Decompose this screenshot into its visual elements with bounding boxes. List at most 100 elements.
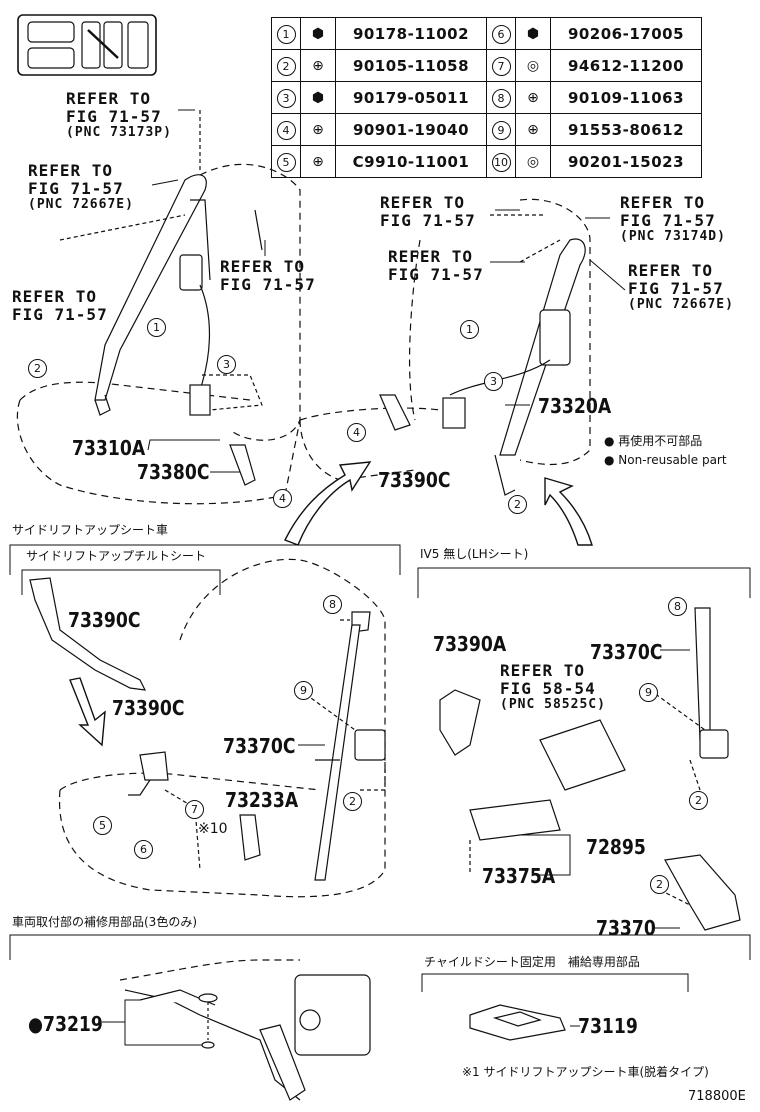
callout: 2 <box>650 875 669 894</box>
refer-label: REFER TO FIG 71-57 (PNC 73173P) <box>66 90 172 140</box>
table-num: 3 <box>276 89 296 108</box>
right-belt-assembly <box>379 214 586 496</box>
callout: 7 <box>185 800 204 819</box>
table-num: 8 <box>491 89 511 108</box>
bolt-icon: ⊕ <box>312 57 324 74</box>
callout: 8 <box>323 595 342 614</box>
part-label: 72895 <box>586 835 646 859</box>
repair-bracket <box>9 934 751 960</box>
washer-icon: ◎ <box>526 57 540 74</box>
refer-line2: FIG 71-57 <box>12 304 108 324</box>
part-label: 73370C <box>223 734 296 758</box>
refer-line1: REFER TO <box>628 261 714 280</box>
part-number: 91553-80612 <box>550 113 702 146</box>
refer-pnc: (PNC 73174D) <box>620 228 726 244</box>
refer-line2: FIG 71-57 <box>620 210 716 230</box>
table-num: 1 <box>276 25 296 44</box>
refer-line2: FIG 71-57 <box>388 264 484 284</box>
flow-arrows <box>69 461 593 747</box>
front-left-seat-drawing <box>16 163 301 505</box>
table-row: 4 ⊕ 90901-19040 9 ⊕ 91553-80612 <box>271 113 702 146</box>
callout: 2 <box>343 792 362 811</box>
table-row: 1 ⬢ 90178-11002 6 ⬢ 90206-17005 <box>271 17 702 50</box>
repair-parts-drawing <box>119 959 371 1101</box>
legend-jp: ● 再使用不可部品 <box>604 434 703 448</box>
refer-line2: FIG 71-57 <box>220 274 316 294</box>
part-label: 73119 <box>578 1014 638 1038</box>
refer-line1: REFER TO <box>388 247 474 266</box>
vehicle-seat-layout-icon <box>17 14 157 76</box>
refer-line1: REFER TO <box>28 161 114 180</box>
callout: 1 <box>147 318 166 337</box>
callout: 3 <box>217 355 236 374</box>
table-num: 10 <box>491 153 511 172</box>
bolt-icon: ⊕ <box>527 89 539 106</box>
parts-table: 1 ⬢ 90178-11002 6 ⬢ 90206-17005 2 ⊕ 9010… <box>271 17 702 178</box>
part-label: 73375A <box>482 864 556 888</box>
child-bracket <box>421 973 689 992</box>
refer-pnc: (PNC 73173P) <box>66 124 172 140</box>
part-label: 73320A <box>538 394 612 418</box>
table-row: 2 ⊕ 90105-11058 7 ◎ 94612-11200 <box>271 49 702 82</box>
refer-line2: FIG 71-57 <box>628 278 724 298</box>
table-row: 3 ⬢ 90179-05011 8 ⊕ 90109-11063 <box>271 81 702 114</box>
side-lift-seat-drawing <box>58 558 386 898</box>
refer-line1: REFER TO <box>380 193 466 212</box>
section-caption: チャイルドシート固定用 補給専用部品 <box>424 955 640 969</box>
part-number: 90105-11058 <box>335 49 487 82</box>
refer-line2: FIG 58-54 <box>500 678 596 698</box>
bolt-icon: ⊕ <box>312 153 324 170</box>
part-number: 90901-19040 <box>335 113 487 146</box>
part-label: 73370C <box>590 640 663 664</box>
diagram-id: 718800E <box>688 1089 746 1104</box>
section-caption: サイドリフトアップシート車 <box>12 523 169 537</box>
part-number: C9910-11001 <box>335 145 487 178</box>
refer-label: REFER TO FIG 71-57 <box>388 248 484 284</box>
part-number: 90206-17005 <box>550 17 702 50</box>
table-num: 9 <box>491 121 511 140</box>
callout: 5 <box>93 816 112 835</box>
refer-line2: FIG 71-57 <box>380 210 476 230</box>
leader-lines <box>102 109 690 1046</box>
part-label: 73390A <box>433 632 507 656</box>
refer-line1: REFER TO <box>66 89 152 108</box>
callout: 9 <box>294 681 313 700</box>
refer-line2: FIG 71-57 <box>28 178 124 198</box>
part-label: 73390C <box>112 696 185 720</box>
part-number: 90178-11002 <box>335 17 487 50</box>
nut-icon: ⬢ <box>526 25 540 42</box>
callout: 3 <box>484 372 503 391</box>
section-caption: サイドリフトアップチルトシート <box>26 549 207 563</box>
callout: 4 <box>347 423 366 442</box>
tilt-bracket <box>21 569 221 595</box>
bolt-icon: ⊕ <box>312 121 324 138</box>
part-number: 90109-11063 <box>550 81 702 114</box>
part-label: 73310A <box>72 436 146 460</box>
part-label: 73390C <box>68 608 141 632</box>
side-lift-belt-assembly <box>29 577 386 881</box>
callout: 6 <box>134 840 153 859</box>
legend-en: ● Non-reusable part <box>604 453 727 467</box>
refer-label: REFER TO FIG 71-57 <box>220 258 316 294</box>
bolt-icon: ⊕ <box>527 121 539 138</box>
table-num: 2 <box>276 57 296 76</box>
iv5-bracket <box>417 567 751 598</box>
refer-pnc: (PNC 72667E) <box>628 296 734 312</box>
refer-label: REFER TO FIG 71-57 <box>12 288 108 324</box>
note-mark: ※10 <box>198 821 228 837</box>
refer-label: REFER TO FIG 71-57 (PNC 73174D) <box>620 194 726 244</box>
refer-label: REFER TO FIG 58-54 (PNC 58525C) <box>500 662 606 712</box>
iv5-parts-drawing <box>439 607 741 931</box>
refer-label: REFER TO FIG 71-57 (PNC 72667E) <box>28 162 134 212</box>
refer-pnc: (PNC 58525C) <box>500 696 606 712</box>
refer-label: REFER TO FIG 71-57 <box>380 194 476 230</box>
table-num: 7 <box>491 57 511 76</box>
callout: 2 <box>689 791 708 810</box>
refer-line2: FIG 71-57 <box>66 106 162 126</box>
part-label: 73370 <box>596 916 656 940</box>
section-caption: 車両取付部の補修用部品(3色のみ) <box>12 915 197 929</box>
part-label: 73390C <box>378 468 451 492</box>
refer-line1: REFER TO <box>12 287 98 306</box>
nut-icon: ⬢ <box>311 89 325 106</box>
callout: 8 <box>668 597 687 616</box>
